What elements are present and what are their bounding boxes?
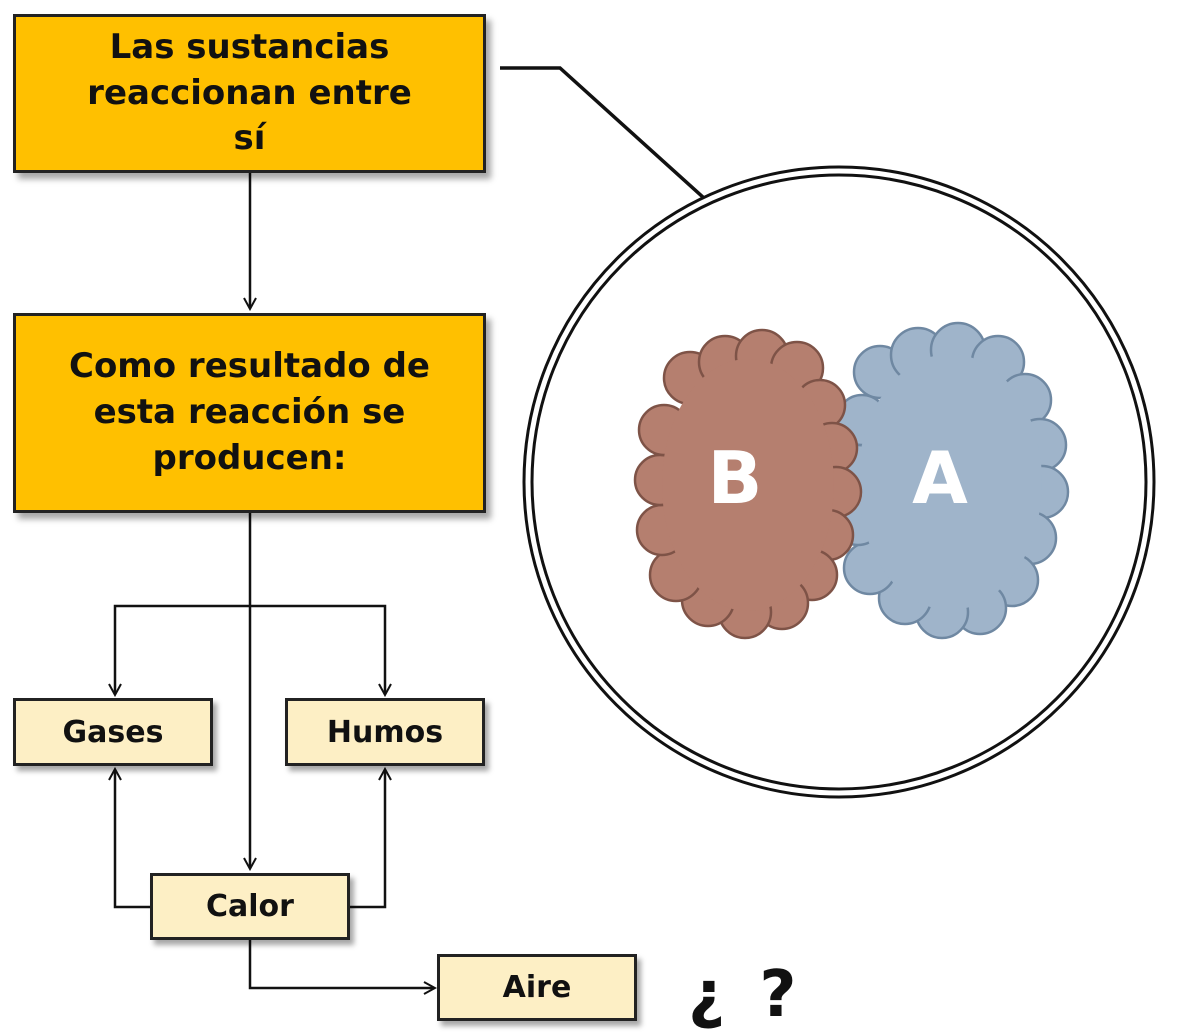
connector-calor-to-gases: [115, 770, 152, 909]
cloud-label-a: A: [912, 436, 968, 520]
reaction-box: Las sustancias reaccionan entre sí: [13, 14, 486, 173]
connector-calor-to-humos: [350, 770, 385, 909]
cloud-label-b: B: [708, 436, 763, 520]
humos-label: Humos: [326, 714, 444, 750]
result-box-line-1: Como resultado de: [69, 346, 430, 387]
substance-b-cloud: [633, 328, 863, 640]
gases-box: Gases: [13, 698, 213, 766]
reaction-circle-inner: [530, 173, 1148, 791]
aire-label: Aire: [502, 970, 572, 1005]
question-mark: ¿ ?: [688, 958, 803, 1032]
gases-label: Gases: [62, 714, 164, 750]
humos-box: Humos: [285, 698, 485, 766]
result-box: Como resultado de esta reacción se produ…: [13, 313, 486, 513]
connector-branch-gases: [115, 604, 250, 694]
connector-calor-to-aire: [248, 940, 434, 988]
reaction-box-text: Las sustancias reaccionan entre sí: [87, 26, 412, 159]
result-box-line-3: producen:: [152, 437, 347, 478]
calor-label: Calor: [206, 889, 294, 924]
connector-branch-humos: [250, 604, 385, 694]
aire-box: Aire: [437, 954, 637, 1021]
result-box-line-2: esta reacción se: [93, 392, 406, 433]
calor-box: Calor: [150, 873, 350, 940]
substance-a-cloud: [831, 321, 1070, 640]
